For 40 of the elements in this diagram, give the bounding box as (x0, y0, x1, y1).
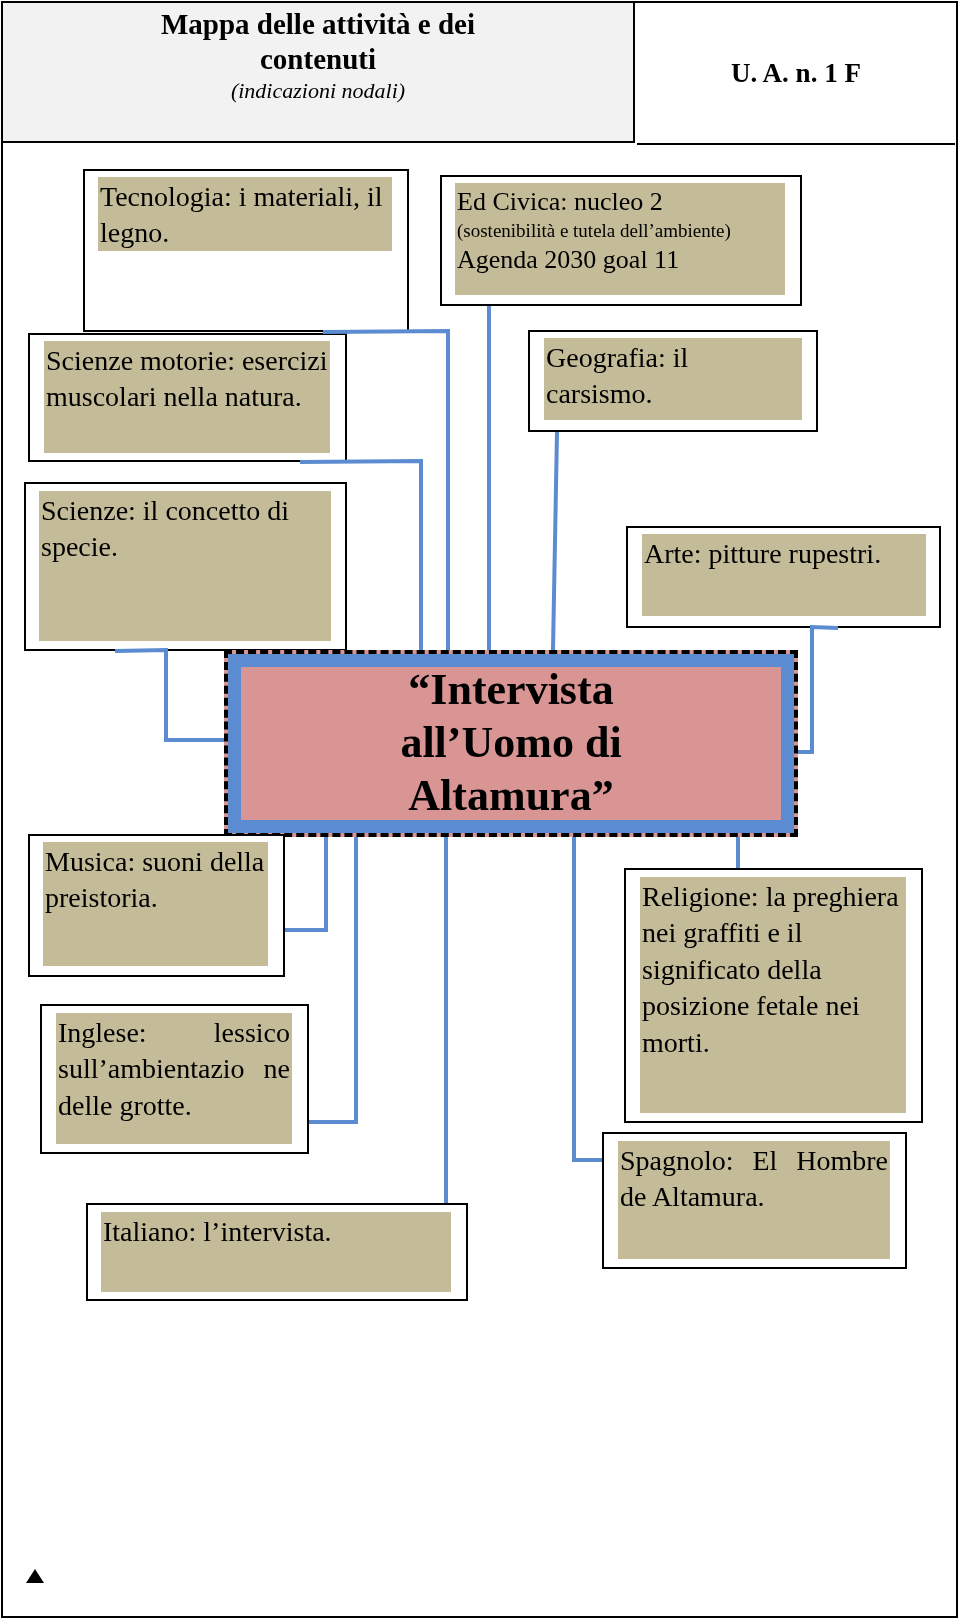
connector-line (551, 431, 559, 651)
subject-box (24, 482, 347, 651)
subtitle: (indicazioni nodali) (230, 76, 406, 105)
subject-text: Inglese: lessico sull’ambientazio ne delle grotte. (58, 1016, 290, 1123)
connector-line (309, 837, 358, 1124)
subject-text: Agenda 2030 goal 11 (457, 244, 681, 277)
title-box (224, 650, 798, 837)
subject-box (86, 1203, 468, 1301)
subject-text: Scienze: il concetto di specie. (41, 494, 291, 565)
connector-line (487, 306, 491, 650)
connector-line (300, 459, 423, 650)
subject-box (40, 1004, 309, 1154)
subject-text: Geografia: il carsismo. (546, 341, 690, 412)
subject-text: Spagnolo: El Hombre de Altamura. (620, 1144, 888, 1215)
subject-text: Scienze motorie: esercizi muscolari nella natura. (46, 344, 328, 415)
subject-box (28, 333, 347, 462)
connector-line (798, 624, 839, 754)
subject-text: Religione: la preghiera nei graffiti e il significato della posizione fetale nei morti. (642, 880, 900, 1060)
connector-line (736, 837, 740, 868)
connector-line (323, 329, 450, 650)
connector-line (114, 647, 224, 742)
subject-box (440, 175, 802, 306)
subject-box (83, 169, 409, 332)
connector-line (444, 837, 448, 1203)
subject-box (528, 330, 818, 432)
subject-box (602, 1132, 907, 1269)
subject-text: Italiano: l’intervista. (103, 1215, 333, 1249)
subject-box (626, 526, 941, 628)
subject-text: (sostenibilità e tutela dell’ambiente) (457, 218, 732, 243)
subject-box (624, 868, 923, 1123)
subject-text: Ed Civica: nucleo 2 (457, 186, 664, 218)
main-topic: “Intervista all’Uomo di Altamura” (399, 664, 623, 822)
connector-line (572, 837, 602, 1162)
subject-box (28, 834, 285, 977)
subject-text: Arte: pitture rupestri. (644, 537, 883, 571)
unit-code: U. A. n. 1 F (731, 57, 861, 89)
subject-text: Musica: suoni della preistoria. (45, 845, 266, 916)
title: Mappa delle attività e dei contenuti (159, 7, 477, 77)
subject-text: Tecnologia: i materiali, il legno. (100, 180, 384, 251)
connector-line (285, 837, 328, 932)
